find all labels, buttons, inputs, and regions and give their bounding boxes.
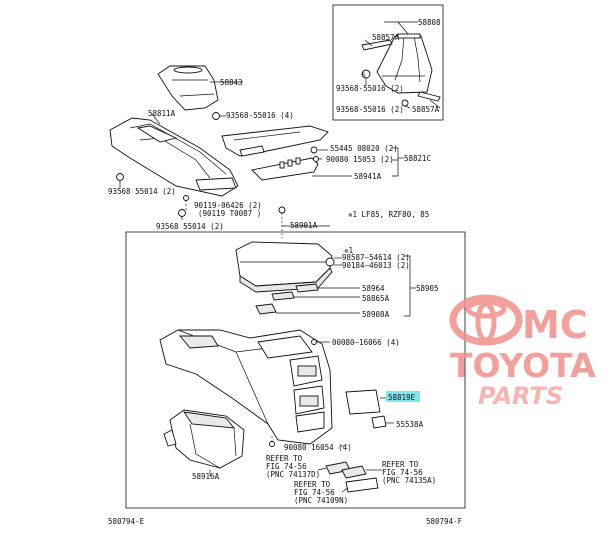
note-star: ✵1	[344, 246, 353, 255]
pocket-part	[345, 389, 381, 415]
label-93568-55014-left: 93568 55014 (2)	[108, 187, 176, 196]
label-90119-T0087: (90119 T0087 )	[198, 209, 261, 218]
label-58821C: 58821C	[404, 154, 431, 163]
shift-boot-part	[376, 33, 433, 94]
diagram-code-left: 580794-E	[108, 517, 145, 526]
retainer-part-top	[361, 39, 393, 51]
ref3-line-b: FIG 74-56	[294, 488, 335, 497]
label-93568-55016-4: 93568-55016 (4)	[226, 111, 294, 120]
screw-icon	[116, 173, 124, 181]
clip-icon	[310, 146, 318, 154]
watermark-parts: PARTS	[478, 382, 563, 410]
label-58843: 58843	[220, 78, 243, 87]
label-58819E[interactable]: 58819E	[388, 393, 416, 402]
label-58865A: 58865A	[362, 294, 390, 303]
highlight-58819E	[386, 391, 420, 402]
label-58908A: 58908A	[362, 310, 390, 319]
clip-icon	[278, 206, 286, 214]
label-58811A: 58811A	[148, 109, 176, 118]
label-58941A: 58941A	[354, 172, 382, 181]
ref2-line-a: REFER TO	[382, 460, 419, 469]
ref1-line-a: REFER TO	[266, 454, 303, 463]
label-58905: 58905	[416, 284, 439, 293]
model-note: ✵1 LF85, RZF80, 85	[348, 210, 429, 219]
armrest-lid-part	[235, 241, 335, 293]
watermark-logo: MC TOYOTA PARTS	[449, 294, 596, 410]
label-58916A: 58916A	[192, 472, 220, 481]
label-58857A-bottom: 58857A	[412, 105, 440, 114]
ref2-line-c: (PNC 74135A)	[382, 476, 436, 485]
label-90080-16054: 90080 16054 (4)	[284, 443, 352, 452]
label-58808: 58808	[418, 18, 441, 27]
label-93568-55014-mid: 93568 55014 (2)	[156, 222, 224, 231]
label-98587-54614: 98587–54614 (2)	[342, 253, 410, 262]
bolt-icon	[183, 195, 189, 201]
label-58901A: 58901A	[290, 221, 318, 230]
screw-icon	[178, 209, 186, 217]
ref3-line-a: REFER TO	[294, 480, 331, 489]
ref2-line-b: FIG 74-56	[382, 468, 423, 477]
storage-box-part	[163, 409, 245, 469]
diagram-code-right: 580794-F	[426, 517, 463, 526]
bolt-icon	[269, 441, 275, 447]
label-93568-55016-bottom: 93568-55016 (2)	[336, 105, 404, 114]
clip-part	[371, 415, 387, 429]
hinge-part	[295, 283, 319, 293]
label-55445-08020: 55445 08020 (2)	[330, 144, 398, 153]
shift-boot-inset-frame	[332, 4, 444, 121]
screw-icon	[313, 156, 319, 162]
label-93568-55016-top: 93568-55016 (2)	[336, 84, 404, 93]
ref1-line-c: (PNC 74137D)	[266, 470, 320, 479]
ref-part-3	[345, 477, 379, 493]
label-90080-16066: 00080–16066 (4)	[332, 338, 400, 347]
label-58964: 58964	[362, 284, 385, 293]
shift-cover-part	[157, 65, 219, 111]
screw-icon	[212, 112, 220, 120]
label-55538A: 55538A	[396, 420, 424, 429]
console-tray-part	[221, 125, 329, 157]
label-90119-06426: 90119-06426 (2)	[194, 201, 262, 210]
watermark-toyota: TOYOTA	[450, 346, 596, 385]
label-90080-15053: 90080 15053 (2)	[326, 155, 394, 164]
lower-console-frame	[125, 231, 466, 509]
lower-console-box-part	[159, 329, 333, 445]
label-90184-46013: 90184–46013 (2)	[342, 261, 410, 270]
lock-part	[271, 291, 295, 301]
console-upper-body-part	[109, 117, 239, 197]
screw-icon	[311, 339, 317, 345]
retainer-part-bottom	[417, 91, 441, 102]
ref-part-2	[341, 465, 367, 479]
svg-text:S: S	[362, 72, 366, 79]
ref3-line-c: (PNC 74109N)	[294, 496, 348, 505]
watermark-mc: MC	[522, 303, 588, 347]
label-58857A-top: 58857A	[372, 33, 400, 42]
latch-part	[255, 303, 277, 315]
switch-panel-part	[251, 157, 319, 181]
ref1-line-b: FIG 74-56	[266, 462, 307, 471]
